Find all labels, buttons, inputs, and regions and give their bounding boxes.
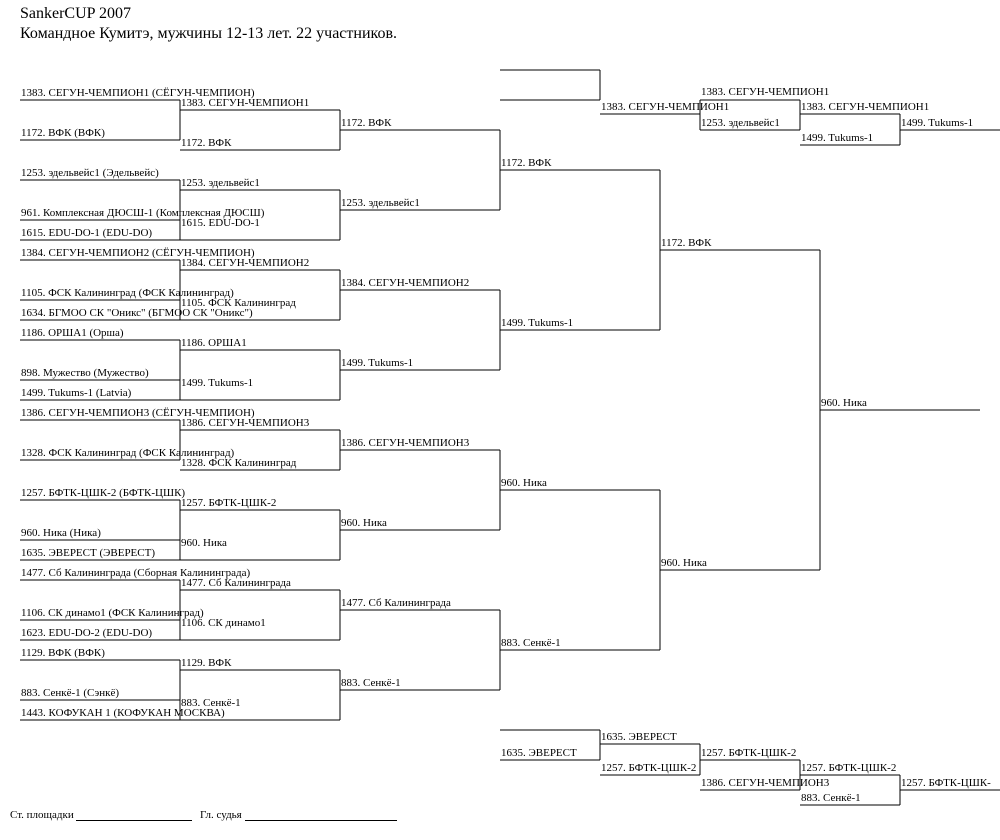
page-title: SankerCUP 2007 [20,5,131,22]
round1-winner: 1477. Сб Калининграда [181,577,291,589]
round2-winner: 1386. СЕГУН-ЧЕМПИОН3 [341,437,470,449]
round2-winner: 1384. СЕГУН-ЧЕМПИОН2 [341,277,470,289]
entry-label: 1477. Сб Калининграда (Сборная Калинингр… [21,567,251,579]
entry-label: 961. Комплексная ДЮСШ-1 (Комплексная ДЮС… [21,207,265,219]
round2-winner: 1172. ВФК [341,117,392,129]
round1-winner: 1386. СЕГУН-ЧЕМПИОН3 [181,417,310,429]
round2-winner: 883. Сенкё-1 [341,677,401,689]
round4-winner: 960. Ника [661,557,707,569]
entry-label: 1623. EDU-DO-2 (EDU-DO) [21,627,153,639]
site-signature: Ст. площадки [10,809,193,821]
repechage-label: 1383. СЕГУН-ЧЕМПИОН1 [601,101,730,113]
round2-winner: 1499. Tukums-1 [341,357,414,369]
repechage-label: 1499. Tukums-1 [801,132,874,144]
round1-winner: 1105. ФСК Калининград [181,297,296,309]
repechage-label: 883. Сенкё-1 [801,792,861,804]
repechage-label: 1253. эдельвейс1 [701,117,780,129]
round1-winner: 1172. ВФК [181,137,232,149]
round1-winner: 1615. EDU-DO-1 [181,217,260,229]
champion-label: 960. Ника [821,397,867,409]
entry-label: 1499. Tukums-1 (Latvia) [21,387,132,399]
entry-label: 1253. эдельвейс1 (Эдельвейс) [21,167,159,179]
entry-label: 1443. КОФУКАН 1 (КОФУКАН МОСКВА) [21,707,225,719]
entry-label: 1615. EDU-DO-1 (EDU-DO) [21,227,153,239]
repechage-label: 1383. СЕГУН-ЧЕМПИОН1 [701,86,830,98]
round2-winner: 1253. эдельвейс1 [341,197,420,209]
round1-winner: 1384. СЕГУН-ЧЕМПИОН2 [181,257,310,269]
repechage-label: 1386. СЕГУН-ЧЕМПИОН3 [701,777,830,789]
repechage-label: 1635. ЭВЕРЕСТ [501,747,577,759]
entry-label: 1172. ВФК (ВФК) [21,127,105,139]
judge-signature: Гл. судья [200,810,397,821]
round1-winner: 1257. БФТК-ЦШК-2 [181,497,277,509]
round2-winner: 960. Ника [341,517,387,529]
repechage-label: 1257. БФТК-ЦШК- [901,777,991,789]
entry-label: 1129. ВФК (ВФК) [21,647,105,659]
round1-winner: 1186. ОРША1 [181,337,247,349]
round3-winner: 1499. Tukums-1 [501,317,574,329]
round1-winner: 1129. ВФК [181,657,232,669]
repechage-label: 1257. БФТК-ЦШК-2 [601,762,697,774]
round1-winner: 960. Ника [181,537,227,549]
round3-winner: 883. Сенкё-1 [501,637,561,649]
entry-label: 1257. БФТК-ЦШК-2 (БФТК-ЦШК) [21,487,186,499]
round1-winner: 1499. Tukums-1 [181,377,254,389]
round4-winner: 1172. ВФК [661,237,712,249]
entry-label: 898. Мужество (Мужество) [21,367,149,379]
round1-winner: 883. Сенкё-1 [181,697,241,709]
entry-label: 1634. БГМОО СК "Оникс" (БГМОО СК "Оникс"… [21,307,253,319]
entry-label: 960. Ника (Ника) [21,527,101,539]
judge-label: Гл. судья [200,809,242,821]
entry-label: 1186. ОРША1 (Орша) [21,327,124,339]
round1-winner: 1253. эдельвейс1 [181,177,260,189]
entry-label: 883. Сенкё-1 (Сэнкё) [21,687,120,699]
repechage-label: 1257. БФТК-ЦШК-2 [701,747,797,759]
round1-winner: 1328. ФСК Калининград [181,457,297,469]
repechage-label: 1499. Tukums-1 [901,117,974,129]
site-label: Ст. площадки [10,809,74,821]
round1-winner: 1106. СК динамо1 [181,617,266,629]
round2-winner: 1477. Сб Калининграда [341,597,451,609]
entry-label: 1328. ФСК Калининград (ФСК Калининград) [21,447,235,459]
entry-label: 1384. СЕГУН-ЧЕМПИОН2 (СЁГУН-ЧЕМПИОН) [21,247,255,259]
entry-label: 1105. ФСК Калининград (ФСК Калининград) [21,287,234,299]
repechage-label: 1257. БФТК-ЦШК-2 [801,762,897,774]
round1-winner: 1383. СЕГУН-ЧЕМПИОН1 [181,97,310,109]
round3-winner: 960. Ника [501,477,547,489]
site-signature-line [76,810,193,821]
main-bracket-lines [20,99,980,721]
round3-winner: 1172. ВФК [501,157,552,169]
entry-label: 1106. СК динамо1 (ФСК Калининград) [21,607,204,619]
entry-label: 1386. СЕГУН-ЧЕМПИОН3 (СЁГУН-ЧЕМПИОН) [21,407,255,419]
entry-label: 1383. СЕГУН-ЧЕМПИОН1 (СЁГУН-ЧЕМПИОН) [21,87,255,99]
repechage-label: 1635. ЭВЕРЕСТ [601,731,677,743]
repechage-label: 1383. СЕГУН-ЧЕМПИОН1 [801,101,930,113]
repechage-bracket-lines [500,69,1000,806]
page-subtitle: Командное Кумитэ, мужчины 12-13 лет. 22 … [20,25,398,42]
judge-signature-line [244,810,397,821]
entry-label: 1635. ЭВЕРЕСТ (ЭВЕРЕСТ) [21,547,155,559]
